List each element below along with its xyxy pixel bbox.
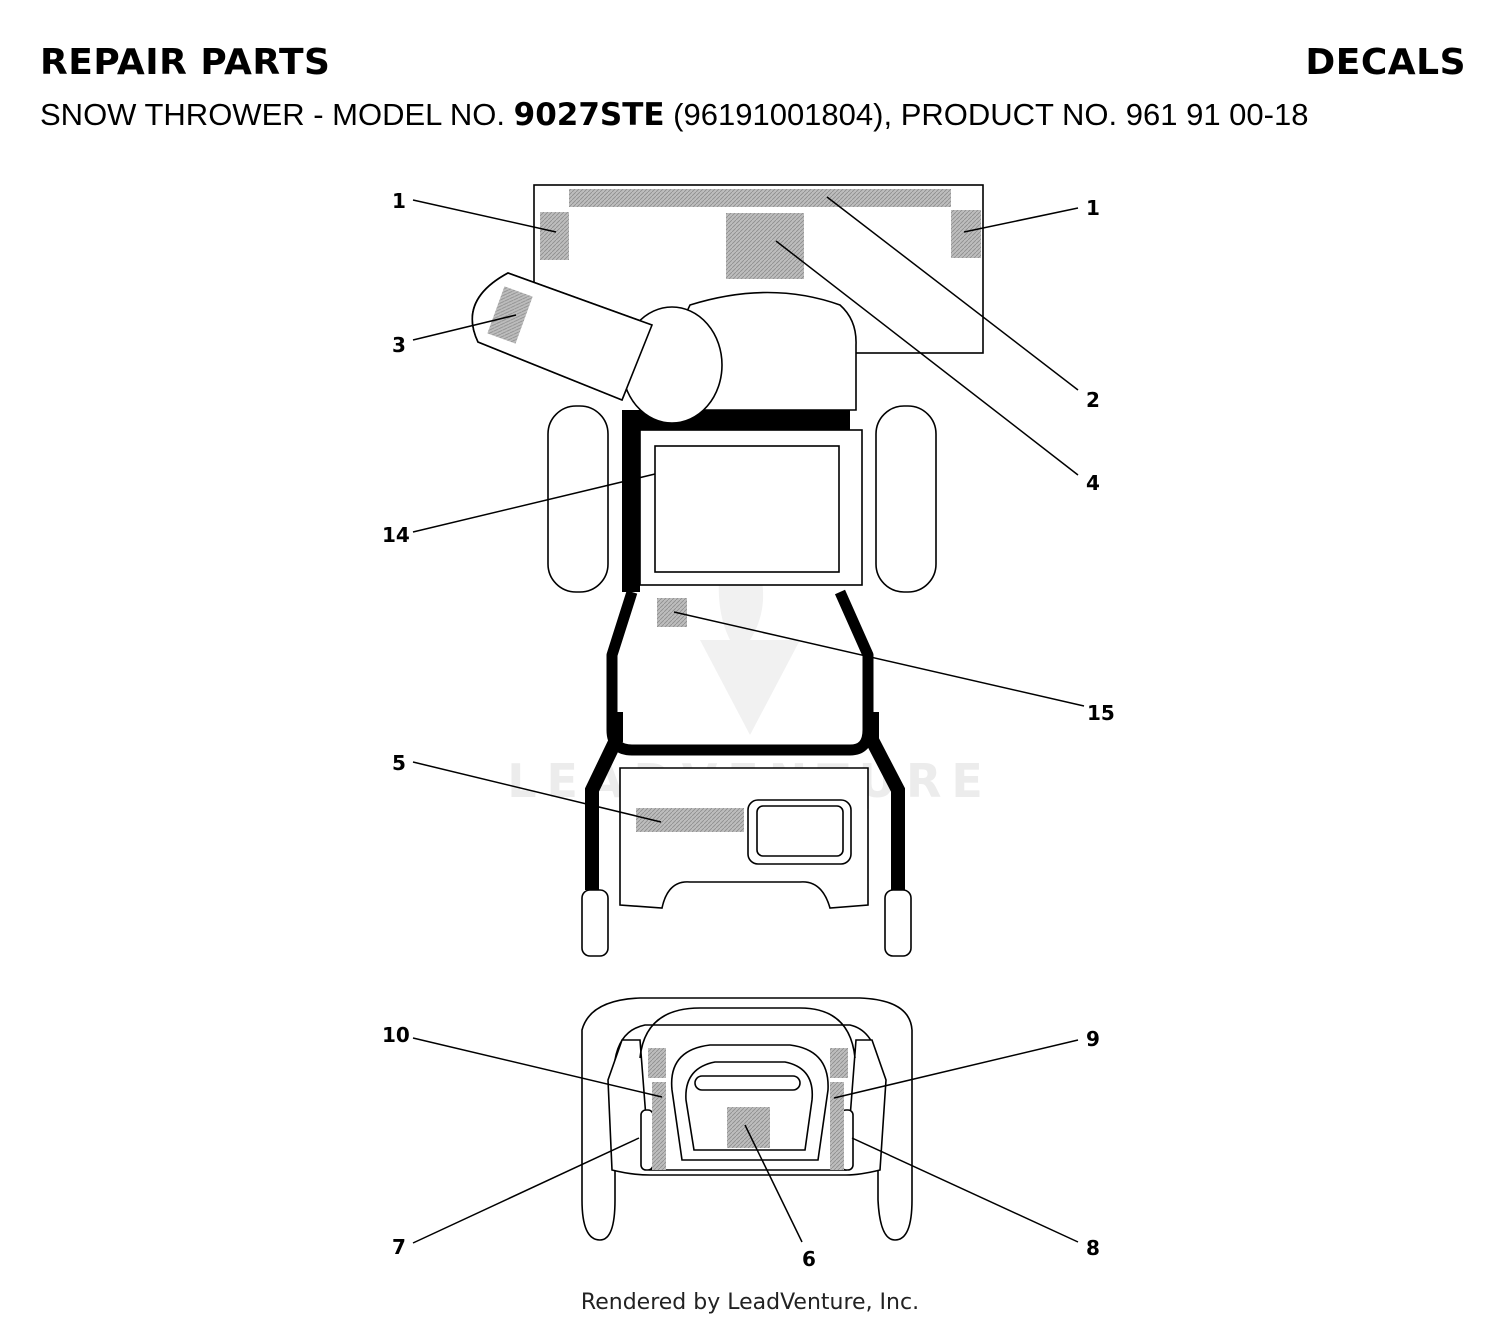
- leader-8: [851, 1137, 1079, 1243]
- decal-1-left: [540, 212, 569, 260]
- leader-15: [673, 611, 1085, 707]
- subtitle-prefix: SNOW THROWER - MODEL NO.: [40, 97, 514, 132]
- callout-9: 9: [1086, 1027, 1100, 1051]
- decal-3: [487, 286, 533, 344]
- rear-panel: [607, 1039, 887, 1176]
- rear-window-inner: [756, 805, 844, 857]
- leader-1-left: [412, 199, 557, 233]
- header-repair-parts: REPAIR PARTS: [40, 42, 331, 83]
- decal-4: [726, 213, 804, 279]
- leader-9: [833, 1039, 1079, 1099]
- right-wheel: [875, 405, 937, 593]
- callout-8: 8: [1086, 1236, 1100, 1260]
- decal-9: [830, 1082, 844, 1170]
- left-wheel: [547, 405, 609, 593]
- leader-3: [412, 314, 517, 341]
- header-section-title: DECALS: [1305, 42, 1466, 83]
- callout-5: 5: [392, 751, 406, 775]
- leader-2: [826, 196, 1079, 391]
- decal-2: [569, 189, 951, 207]
- callout-6: 6: [802, 1247, 816, 1271]
- callout-1-left: 1: [392, 189, 406, 213]
- rear-view: [581, 997, 913, 1241]
- callout-1-right: 1: [1086, 196, 1100, 220]
- callout-15: 15: [1087, 701, 1115, 725]
- callout-4: 4: [1086, 471, 1100, 495]
- frame-upper: [622, 410, 850, 592]
- leader-4: [775, 240, 1079, 476]
- callout-10: 10: [382, 1023, 410, 1047]
- callout-2: 2: [1086, 388, 1100, 412]
- left-lever: [640, 1109, 654, 1171]
- callout-3: 3: [392, 333, 406, 357]
- handle-left-bar: [585, 712, 623, 890]
- leader-14: [412, 473, 656, 533]
- top-view-decals: [487, 189, 981, 832]
- callout-labels: 1 1 2 3 4 5 14 15 10 9 7 6 8: [382, 189, 1115, 1271]
- callout-7: 7: [392, 1235, 406, 1259]
- model-number: 9027STE: [513, 97, 665, 133]
- leader-1-right: [963, 207, 1079, 233]
- rear-top-cover: [639, 1007, 856, 1059]
- rear-view-decals: [648, 1048, 848, 1170]
- decal-10-top: [648, 1048, 666, 1078]
- leader-lines: [412, 196, 1085, 1244]
- footer-credit: Rendered by LeadVenture, Inc.: [580, 1290, 920, 1315]
- rear-slot: [694, 1075, 801, 1091]
- leader-7: [412, 1137, 640, 1244]
- subtitle-suffix: (96191001804), PRODUCT NO. 961 91 00-18: [664, 97, 1309, 132]
- right-grip: [884, 889, 912, 957]
- decal-1-right: [951, 210, 981, 258]
- top-view: [471, 184, 984, 957]
- decal-6: [727, 1107, 770, 1148]
- leader-6: [744, 1124, 803, 1243]
- callout-14: 14: [382, 523, 410, 547]
- dash-inner: [654, 445, 840, 573]
- decal-15: [657, 598, 687, 627]
- header-subtitle: SNOW THROWER - MODEL NO. 9027STE (961910…: [40, 97, 1308, 133]
- leader-5: [412, 761, 662, 823]
- decal-9-top: [830, 1048, 848, 1078]
- decal-10: [652, 1082, 666, 1170]
- handle-right-bar: [865, 712, 905, 890]
- leader-10: [412, 1037, 663, 1098]
- left-grip: [581, 889, 609, 957]
